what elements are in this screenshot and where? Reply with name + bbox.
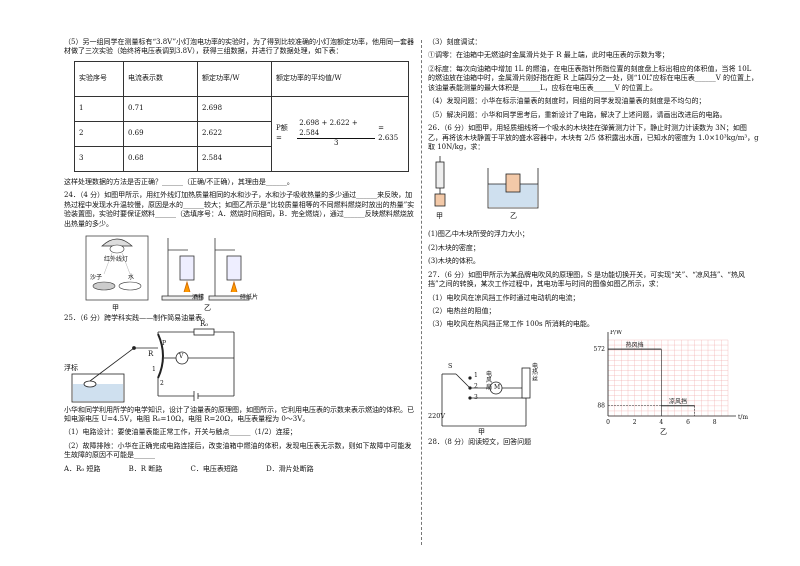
- figure-yi-label: 乙: [204, 304, 211, 313]
- data-table: 实验序号 电流表示数 额定功率/W 额定功率的平均值/W 1 0.71 2.69…: [74, 60, 409, 172]
- table-header: 电流表示数: [123, 60, 198, 97]
- r3-zero: ①调零：在油箱中无燃油时金属滑片处于 R 最上端，此时电压表的示数为零；: [428, 51, 669, 60]
- motor-symbol: M: [494, 383, 501, 391]
- figure-jia-label: 甲: [478, 427, 485, 436]
- switch-s-label: S: [448, 361, 453, 370]
- segment-label: 热风挡: [626, 341, 644, 349]
- segment-label: 凉风挡: [669, 398, 687, 406]
- r4-text: （4）发现问题：小华在标示油量表的刻度时，同组的同学发现油量表的刻度是不均匀的；: [428, 97, 706, 106]
- switch-contact-2: 2: [474, 382, 478, 390]
- heater-label: 电热丝: [532, 362, 539, 384]
- alcohol-label: 酒精: [192, 294, 205, 302]
- q26-text: 26．（6 分）如图甲，用轻质细线将一个吸水的木块挂在弹簧测力计下，静止时测力计…: [428, 124, 759, 151]
- q28-text: 28．（8 分）阅读短文，回答问题: [428, 437, 532, 446]
- q26-part1: (1)图乙中木块所受的浮力大小；: [428, 230, 529, 239]
- x-tick-label: 0: [606, 419, 610, 426]
- q25-part2: （2）故障排除：小华在正确完成电路连接后，改变油箱中燃油的体积，发现电压表无示数…: [64, 441, 412, 460]
- q27-text: 27．（6 分）如图甲所示为某品牌电吹风的原理图，S 是功能切换开关，可实现“关…: [428, 270, 745, 289]
- r3-scale: ②标度：每次向油箱中增加 1L 的燃油，在电压表指针所指位置的刻度盘上标出相应的…: [428, 64, 759, 92]
- q26-part3: (3)木块的体积。: [428, 257, 480, 266]
- r3-title: （3）刻度调试：: [428, 38, 482, 46]
- column-divider: [421, 40, 422, 545]
- figure-27: 220V S 1 2 3 电风扇 M 电热丝 甲 0246888572t/min…: [428, 330, 760, 438]
- q27-part1: （1）电吹风在凉风挡工作时通过电动机的电流；: [428, 293, 580, 302]
- table-header-row: 实验序号 电流表示数 额定功率/W 额定功率的平均值/W: [74, 60, 409, 97]
- table-cell: 1: [74, 95, 124, 122]
- q26-part2: (2)木块的密度；: [428, 243, 480, 252]
- p-label: P: [162, 339, 167, 347]
- q5-after: 这样处理数据的方法是否正确？______（正确/不正确），其理由是______。: [64, 177, 294, 186]
- q25-part1: （1）电路设计：要使油量表能正常工作，开关与触点______（1/2）连接；: [64, 428, 297, 437]
- table-cell: 2.698: [197, 95, 272, 122]
- formula-denominator: 3: [333, 139, 339, 148]
- q27-part3: （3）电吹风在热风挡正常工作 100s 所消耗的电能。: [428, 320, 594, 329]
- table-cell: 0.69: [123, 120, 198, 147]
- q25-text: 小华和同学利用所学的电学知识，设计了油量表的原理图，如图所示，它利用电压表的示数…: [64, 405, 414, 423]
- option-b: B．R 断路: [128, 464, 163, 473]
- figure-yi-label: 乙: [510, 212, 517, 221]
- figure-26: 甲 乙: [428, 156, 760, 230]
- table-header: 额定功率的平均值/W: [271, 60, 409, 97]
- formula-numerator: 2.698 + 2.622 + 2.584: [297, 119, 376, 140]
- option-d: D．滑片处断路: [266, 464, 314, 473]
- table-cell: 2.622: [197, 120, 272, 147]
- r-label: R: [148, 349, 154, 358]
- figure-24-svg: [85, 235, 250, 301]
- y-tick-label: 88: [597, 403, 605, 410]
- terminal-2: 2: [160, 379, 164, 387]
- right-column: （3）刻度调试： ①调零：在油箱中无燃油时金属滑片处于 R 最上端，此时电压表的…: [428, 38, 760, 451]
- figure-26-svg: [434, 156, 539, 209]
- table-row: 3 0.68 2.584: [74, 145, 409, 172]
- table-row: 1 0.71 2.698 P额 = 2.698 + 2.622 + 2.584 …: [74, 95, 409, 172]
- figure-jia-label: 甲: [112, 304, 119, 313]
- paper-label: 碎纸片: [240, 294, 259, 302]
- q24-text: 24．（4 分）如图甲所示，用红外线灯加热质量相同的水和沙子，水和沙子吸收热量的…: [64, 191, 415, 228]
- circuit-27-svg: [441, 367, 531, 427]
- table-cell: 0.68: [123, 145, 198, 172]
- float-label: 浮标: [64, 363, 78, 372]
- left-column: （5）另一组同学在测量标有“3.8V”小灯泡电功率的实验时，为了得到比较准确的小…: [64, 38, 416, 478]
- switch-contact-1: 1: [474, 371, 478, 379]
- table-header: 额定功率/W: [197, 60, 272, 97]
- table-cell: 3: [74, 145, 124, 172]
- x-tick-label: 2: [633, 419, 637, 426]
- y-tick-label: 572: [594, 346, 606, 353]
- table-cell: 2: [74, 120, 124, 147]
- figure-yi-label: 乙: [660, 427, 667, 436]
- r0-label: R₀: [200, 319, 209, 328]
- x-tick-label: 8: [713, 419, 717, 426]
- r5-text: （5）解决问题：小华和同学思考后，重新设计了电路，解决了上述问题，请画出改进后的…: [428, 110, 727, 119]
- lamp-label: 红外线灯: [104, 256, 129, 264]
- q25-options: A．R₀ 短路 B．R 断路 C．电压表短路 D．滑片处断路: [64, 465, 416, 474]
- switch-contact-3: 3: [474, 393, 478, 401]
- table-header: 实验序号: [74, 60, 124, 97]
- formula-prefix: P额 =: [276, 124, 288, 142]
- voltmeter-label: V: [179, 352, 184, 360]
- q25-title: 25．（6 分）跨学科实践——制作简易油量表。: [64, 314, 210, 323]
- voltage-label: 220V: [428, 411, 446, 420]
- figure-24: 红外线灯 沙子 水 酒精 碎纸片 甲 乙: [64, 234, 416, 314]
- motor-label: 电风扇: [486, 370, 493, 392]
- q27-part2: （2）电热丝的阻值；: [428, 307, 496, 315]
- x-axis-label: t/min: [738, 414, 748, 421]
- y-axis-label: P/W: [610, 330, 623, 336]
- table-cell: 0.71: [123, 95, 198, 122]
- x-tick-label: 6: [686, 419, 690, 426]
- x-tick-label: 4: [659, 419, 663, 426]
- table-cell: 2.584: [197, 145, 272, 172]
- figure-25-svg: [71, 328, 235, 402]
- figure-jia-label: 甲: [436, 212, 443, 221]
- formula-result: = 2.635: [378, 124, 399, 142]
- average-formula-cell: P额 = 2.698 + 2.622 + 2.584 3 = 2.635: [271, 95, 409, 172]
- option-c: C．电压表短路: [190, 464, 238, 473]
- terminal-1: 1: [152, 365, 156, 373]
- sand-label: 沙子: [90, 274, 103, 282]
- option-a: A．R₀ 短路: [64, 464, 101, 473]
- water-label: 水: [128, 274, 135, 282]
- q5-intro: （5）另一组同学在测量标有“3.8V”小灯泡电功率的实验时，为了得到比较准确的小…: [64, 38, 415, 56]
- figure-25: 浮标 R₀ R V P 1 2: [64, 320, 416, 406]
